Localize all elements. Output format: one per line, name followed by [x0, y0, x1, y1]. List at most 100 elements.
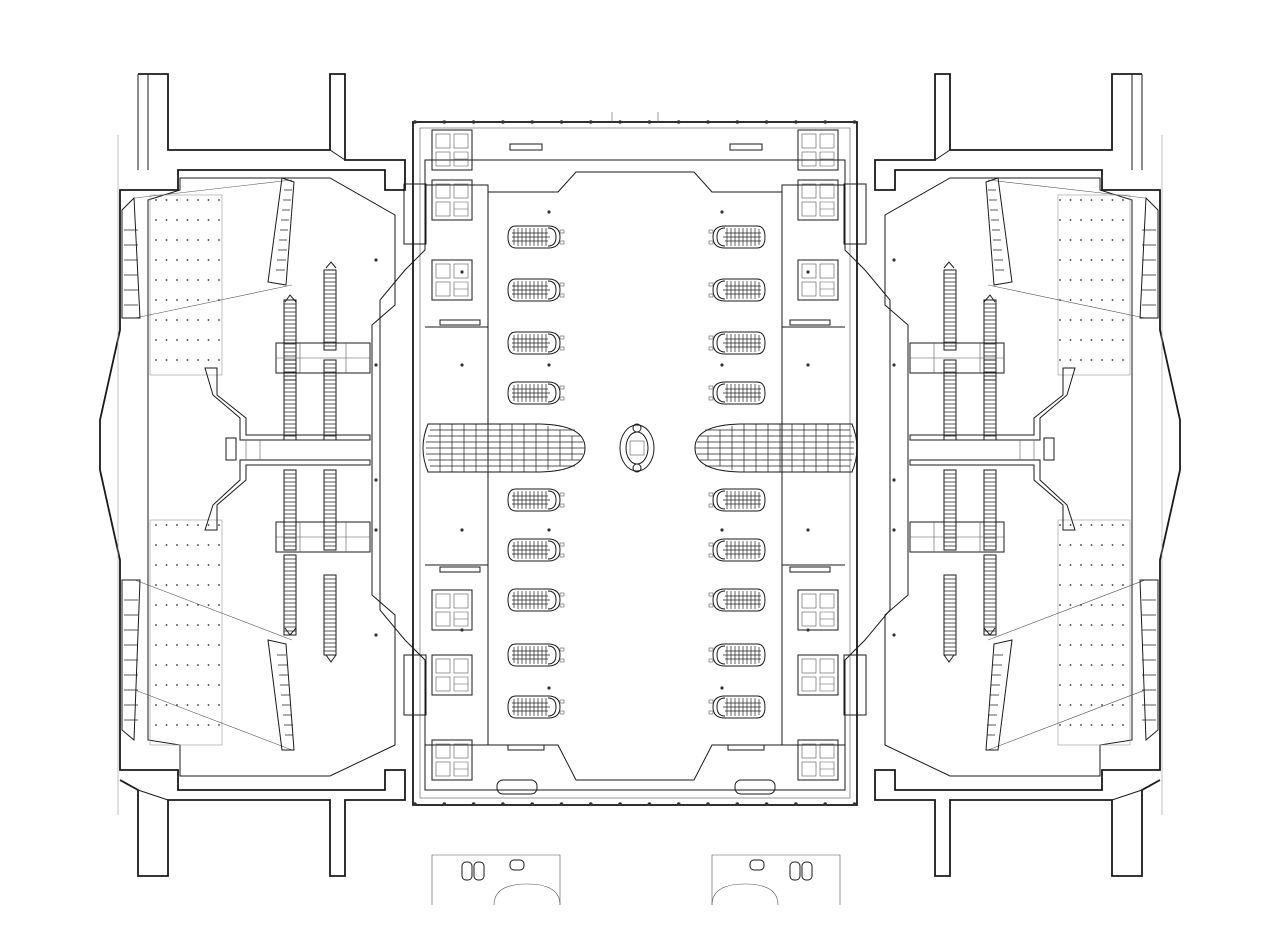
grid-dot [1122, 644, 1124, 646]
grid-dot [1080, 319, 1082, 321]
grid-dot [720, 210, 724, 214]
grid-dot [155, 604, 157, 606]
grid-dot [806, 628, 810, 632]
grid-dot [176, 359, 178, 361]
grid-dot [764, 802, 769, 806]
grid-dot [197, 259, 199, 261]
grid-dot [1090, 624, 1093, 626]
grid-dot [1101, 684, 1103, 686]
grid-dot [218, 644, 220, 646]
grid-dot [1090, 219, 1093, 221]
grid-dot [1111, 359, 1114, 361]
grid-dot [155, 259, 157, 261]
grid-dot [165, 239, 168, 241]
grid-dot [1101, 704, 1103, 706]
grid-dot [1090, 604, 1093, 606]
grid-dot [1101, 624, 1103, 626]
bottom-stubs [431, 854, 841, 906]
grid-dot [1069, 624, 1072, 626]
grid-dot [207, 704, 210, 706]
grid-dot [1090, 724, 1093, 726]
grid-dot [155, 524, 157, 526]
grid-dot [218, 239, 220, 241]
grid-dot [207, 624, 210, 626]
grid-dot [1101, 644, 1103, 646]
grid-dot [207, 664, 210, 666]
grid-dot [1080, 704, 1082, 706]
grid-dot [207, 544, 210, 546]
grid-dot [197, 279, 199, 281]
grid-dot [547, 686, 551, 690]
grid-dot [1080, 524, 1082, 526]
grid-dot [1122, 624, 1124, 626]
grid-dot [1080, 684, 1082, 686]
grid-dot [1090, 259, 1093, 261]
grid-dot [374, 363, 378, 367]
grid-dot [1069, 724, 1072, 726]
grid-dot [1059, 604, 1061, 606]
grid-dot [1080, 219, 1082, 221]
grid-dot [720, 528, 724, 532]
grid-dot [1080, 299, 1082, 301]
grid-dot [720, 686, 724, 690]
grid-dot [218, 624, 220, 626]
grid-dot [1090, 544, 1093, 546]
grid-dot [218, 524, 220, 526]
grid-dot [155, 279, 157, 281]
grid-dot [1090, 564, 1093, 566]
grid-dot [618, 802, 622, 806]
grid-dot [1069, 524, 1072, 526]
grid-dot [176, 299, 178, 301]
grid-dot [165, 319, 168, 321]
grid-dot [186, 319, 189, 321]
grid-dot [186, 564, 189, 566]
grid-dot [176, 279, 178, 281]
grid-dot [186, 279, 189, 281]
grid-dot [1122, 319, 1124, 321]
grid-dot [176, 644, 178, 646]
grid-dot [1059, 239, 1061, 241]
grid-dot [852, 802, 857, 806]
grid-dot [197, 724, 199, 726]
grid-dot [1111, 584, 1114, 586]
grid-dot [218, 339, 220, 341]
grid-dot [1090, 359, 1093, 361]
grid-dot [1101, 584, 1103, 586]
grid-dot [1122, 219, 1124, 221]
grid-dot [1059, 299, 1061, 301]
grid-dot [1080, 339, 1082, 341]
grid-dot [197, 624, 199, 626]
grid-dot [559, 802, 564, 806]
grid-dot [1122, 664, 1124, 666]
grid-dot [218, 359, 220, 361]
grid-dot [176, 724, 178, 726]
grid-dot [1111, 544, 1114, 546]
dot-grids [155, 199, 1124, 726]
grid-dot [471, 120, 476, 124]
grid-dot [764, 120, 769, 124]
grid-dot [1059, 724, 1061, 726]
grid-dot [1111, 319, 1114, 321]
grid-dot [460, 270, 464, 274]
grid-dot [1069, 259, 1072, 261]
grid-dot [806, 270, 810, 274]
grid-dot [197, 704, 199, 706]
grid-dot [186, 544, 189, 546]
grid-dot [892, 528, 896, 532]
grid-dot [165, 279, 168, 281]
right-skylight [694, 423, 858, 473]
grid-dot [165, 604, 168, 606]
grid-dot [218, 219, 220, 221]
grid-dot [1090, 239, 1093, 241]
grid-dot [207, 604, 210, 606]
grid-dot [197, 684, 199, 686]
left-wing [99, 73, 406, 877]
left-ramp-top [267, 177, 295, 286]
grid-dot [1080, 644, 1082, 646]
grid-dot [706, 802, 710, 806]
grid-dot [197, 299, 199, 301]
grid-dot [218, 704, 220, 706]
grid-dot [176, 664, 178, 666]
grid-dot [1069, 644, 1072, 646]
